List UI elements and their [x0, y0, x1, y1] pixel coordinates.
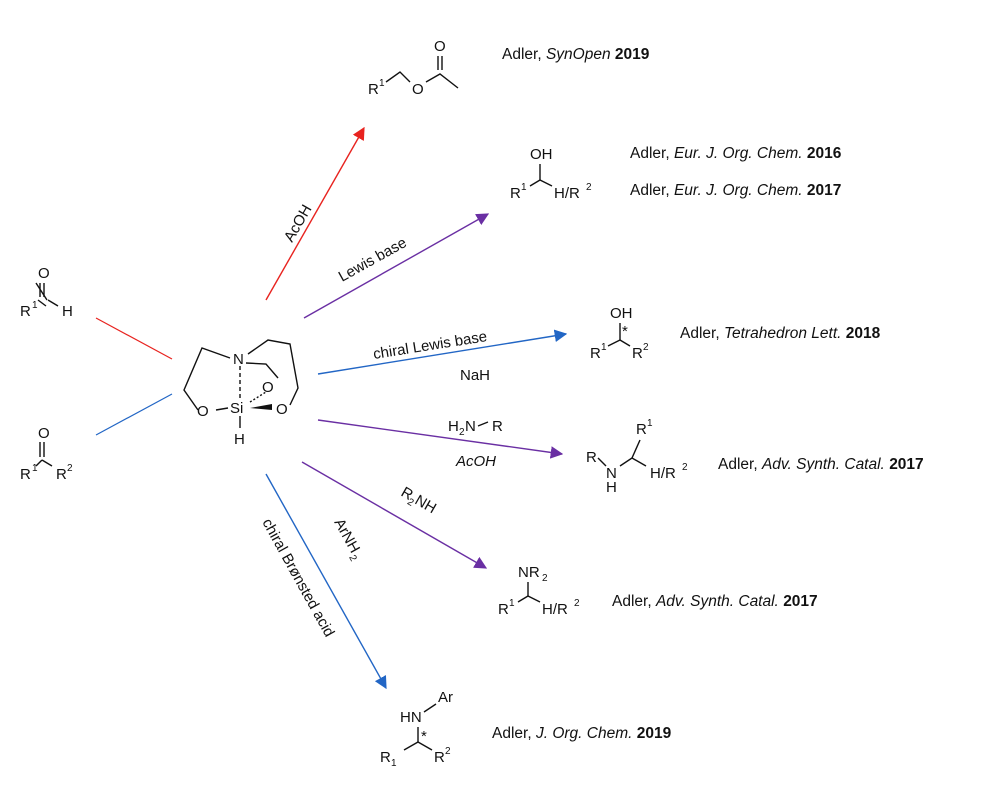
- svg-text:R: R: [368, 81, 379, 98]
- svg-text:OH: OH: [530, 146, 553, 163]
- svg-text:1: 1: [391, 758, 397, 769]
- svg-text:1: 1: [647, 418, 653, 429]
- product-chiral-alcohol: OH * R 1 R 2: [590, 305, 649, 362]
- ketone-O: O: [38, 425, 50, 442]
- svg-text:R: R: [590, 345, 601, 362]
- aldehyde-O: O: [38, 265, 50, 282]
- svg-text:2: 2: [574, 598, 580, 609]
- svg-text:R: R: [586, 449, 597, 466]
- arrow-amine: [317, 419, 564, 459]
- product-chiral-arylamine: HN Ar * R 1 R 2: [380, 689, 453, 769]
- svg-text:NH: NH: [412, 492, 439, 518]
- svg-text:HN: HN: [400, 709, 422, 726]
- reagent-lewis-base: Lewis base: [336, 234, 410, 285]
- svg-text:Ar: Ar: [438, 689, 453, 706]
- svg-text:2: 2: [405, 497, 416, 510]
- aldehyde-connector-line: [95, 317, 173, 360]
- reference-synopen-2019: Adler, SynOpen 2019: [502, 46, 650, 63]
- svg-text:R: R: [380, 749, 391, 766]
- silatrane-H: H: [234, 431, 245, 448]
- reference-joc-2019: Adler, J. Org. Chem. 2019: [492, 725, 672, 742]
- ketone-R2: R: [56, 466, 67, 483]
- svg-text:R: R: [498, 601, 509, 618]
- svg-text:R: R: [636, 421, 647, 438]
- aldehyde-R: R: [20, 303, 31, 320]
- svg-text:H/R: H/R: [542, 601, 568, 618]
- svg-text:R: R: [434, 749, 445, 766]
- svg-text:H: H: [606, 479, 617, 496]
- reagent-bronsted: chiral Brønsted acid: [259, 516, 338, 640]
- arrow-chiral-lewis-base: [317, 329, 568, 375]
- ketone-R1: R: [20, 466, 31, 483]
- silatrane-O-top: O: [262, 379, 274, 396]
- arrow-r2nh: [301, 461, 488, 569]
- svg-text:N: N: [606, 465, 617, 482]
- product-alcohol: OH R 1 H/R 2: [510, 146, 592, 202]
- product-amine: R N H R 1 H/R 2: [586, 418, 688, 496]
- reagent-r2nh: R 2 NH: [398, 484, 439, 518]
- svg-text:O: O: [412, 81, 424, 98]
- svg-text:2: 2: [682, 462, 688, 473]
- svg-text:2: 2: [445, 746, 451, 757]
- svg-text:H: H: [448, 418, 459, 435]
- aldehyde-structure: O R 1 H: [20, 265, 73, 320]
- ketone-structure: O R 1 R 2: [20, 425, 73, 483]
- svg-text:N: N: [465, 418, 476, 435]
- svg-text:2: 2: [586, 182, 592, 193]
- aldehyde-R-sup: 1: [32, 300, 38, 311]
- reagent-nah: NaH: [460, 367, 490, 384]
- svg-text:ArNH: ArNH: [331, 516, 364, 556]
- reagent-chiral-lewis-base: chiral Lewis base: [372, 328, 488, 363]
- svg-text:O: O: [434, 38, 446, 55]
- svg-text:1: 1: [379, 78, 385, 89]
- silatrane-Si: Si: [230, 400, 243, 417]
- reference-advsynth-2017-b: Adler, Adv. Synth. Catal. 2017: [612, 593, 818, 610]
- svg-text:2: 2: [346, 553, 359, 564]
- ketone-R2-sup: 2: [67, 463, 73, 474]
- arrow-lewis-base: [303, 213, 490, 319]
- reference-tetlett-2018: Adler, Tetrahedron Lett. 2018: [680, 325, 881, 342]
- product-tertiary-amine: NR 2 R 1 H/R 2: [498, 564, 580, 618]
- svg-text:2: 2: [542, 573, 548, 584]
- silatrane-N: N: [233, 351, 244, 368]
- reference-eurjoc-2017: Adler, Eur. J. Org. Chem. 2017: [630, 182, 841, 199]
- silatrane-O-right: O: [276, 401, 288, 418]
- reference-eurjoc-2016: Adler, Eur. J. Org. Chem. 2016: [630, 145, 842, 162]
- svg-text:2: 2: [459, 427, 465, 438]
- svg-text:1: 1: [521, 182, 527, 193]
- reagent-arnh2: ArNH 2: [331, 516, 364, 564]
- ketone-connector-line: [95, 393, 173, 436]
- silatrane-O-left: O: [197, 403, 209, 420]
- svg-text:*: *: [622, 323, 628, 340]
- svg-text:R: R: [492, 418, 503, 435]
- svg-text:NR: NR: [518, 564, 540, 581]
- svg-text:R: R: [632, 345, 643, 362]
- arrow-bronsted: [265, 473, 387, 690]
- svg-text:1: 1: [601, 342, 607, 353]
- reagent-acoh-2: AcOH: [455, 453, 496, 470]
- svg-text:2: 2: [643, 342, 649, 353]
- svg-text:1: 1: [509, 598, 515, 609]
- svg-text:*: *: [421, 728, 427, 745]
- reference-advsynth-2017-a: Adler, Adv. Synth. Catal. 2017: [718, 456, 924, 473]
- aldehyde-H: H: [62, 303, 73, 320]
- svg-text:H/R: H/R: [554, 185, 580, 202]
- svg-text:R: R: [510, 185, 521, 202]
- svg-text:OH: OH: [610, 305, 633, 322]
- product-acetate: R 1 O O: [368, 38, 459, 98]
- reagent-h2n-r: H 2 N R: [448, 418, 503, 438]
- arrow-acoh: [265, 126, 365, 301]
- ketone-R1-sup: 1: [32, 463, 38, 474]
- silatrane-structure: N O Si O O H: [183, 339, 299, 448]
- svg-text:H/R: H/R: [650, 465, 676, 482]
